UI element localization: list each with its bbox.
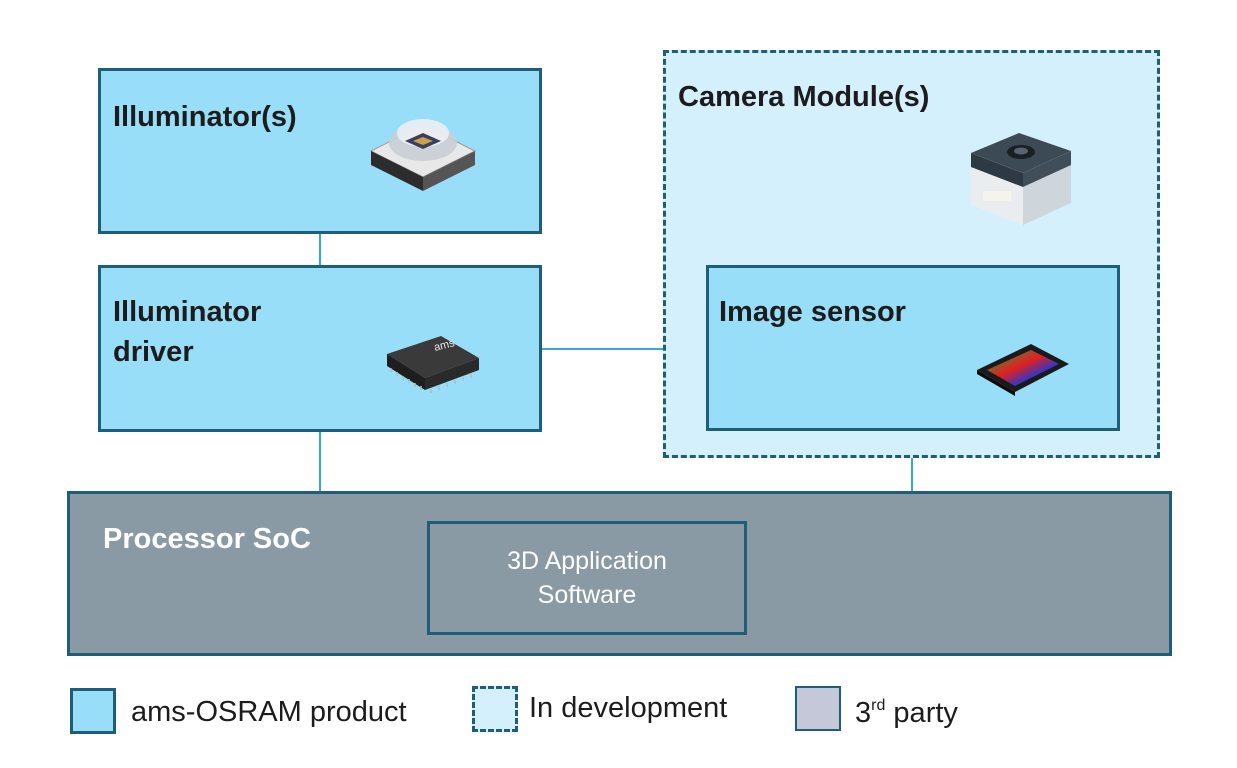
connector-driver-to-sensor — [540, 348, 708, 350]
illuminator-driver-block: Illuminator driver ams — [98, 265, 542, 432]
illuminators-block: Illuminator(s) — [98, 68, 542, 234]
camera-module-icon — [971, 133, 1071, 225]
led-icon — [369, 119, 477, 191]
legend-development-label: In development — [529, 692, 728, 724]
connector-illuminator-to-driver — [319, 232, 321, 267]
image-sensor-block: Image sensor — [706, 265, 1120, 431]
driver-chip-marking: ams — [433, 337, 457, 354]
legend-third-party-prefix: 3 — [855, 697, 872, 729]
legend-development-swatch — [472, 686, 518, 732]
camera-module-title: Camera Module(s) — [678, 81, 930, 113]
illuminator-driver-title: Illuminator driver — [113, 296, 262, 368]
image-sensor-title: Image sensor — [719, 296, 906, 328]
processor-soc-block: Processor SoC 3D Application Software — [67, 491, 1172, 656]
application-software-block: 3D Application Software — [427, 521, 747, 635]
legend-third-party-swatch — [795, 686, 841, 731]
illuminators-title: Illuminator(s) — [113, 101, 297, 133]
image-sensor-icon — [977, 344, 1069, 396]
processor-soc-title: Processor SoC — [103, 523, 311, 555]
legend-development: In development — [472, 686, 762, 734]
legend-third-party-superscript: rd — [871, 697, 886, 714]
legend-third-party-label: 3rd party — [855, 688, 958, 731]
legend-third-party: 3rd party — [795, 686, 995, 734]
driver-chip-icon: ams — [387, 336, 479, 393]
legend-product-label: ams-OSRAM product — [131, 696, 407, 728]
application-software-label: 3D Application Software — [507, 547, 667, 609]
legend-third-party-suffix: party — [885, 697, 958, 729]
connector-sensor-to-processor — [911, 430, 913, 492]
legend-product: ams-OSRAM product — [70, 686, 450, 734]
connector-driver-to-processor — [319, 430, 321, 492]
legend-product-swatch — [70, 688, 116, 734]
